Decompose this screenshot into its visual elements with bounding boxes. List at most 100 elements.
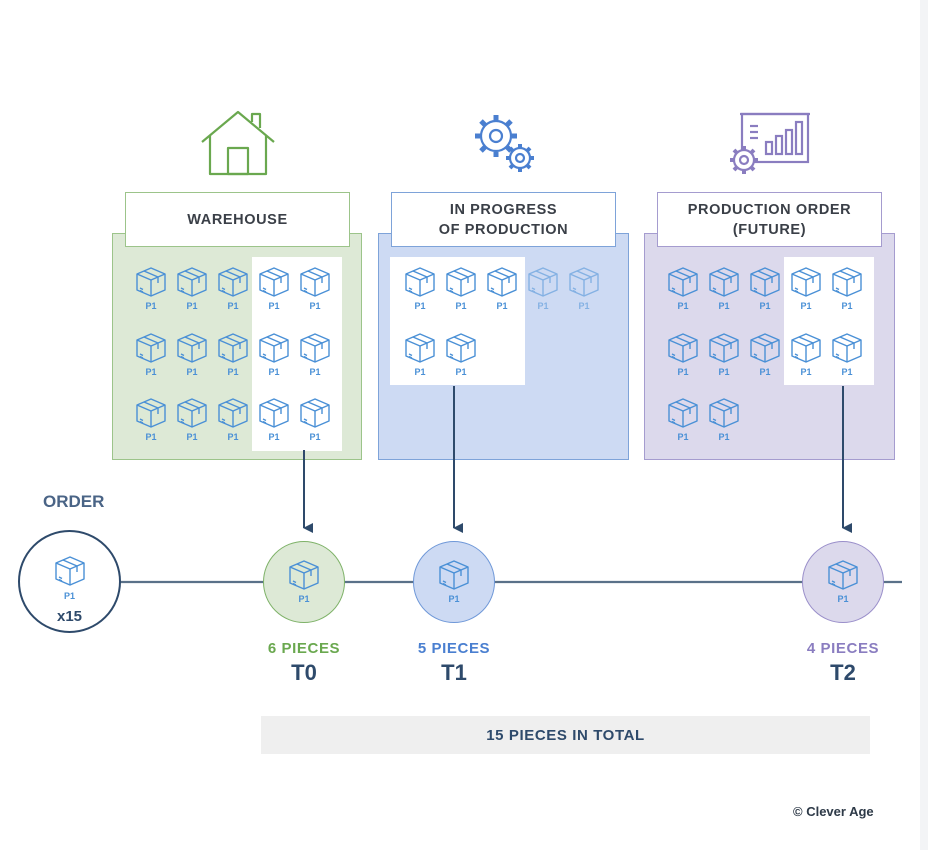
order-piece: P1 (53, 554, 87, 604)
in-progress-title-line2: OF PRODUCTION (438, 221, 569, 238)
package-box-icon (709, 333, 739, 363)
piece-label: P1 (186, 367, 198, 377)
package-box-icon (828, 560, 858, 590)
piece-box: P1 (707, 331, 741, 381)
piece-box: P1 (257, 331, 291, 381)
warehouse-allocated-area (252, 257, 342, 451)
piece-box: P1 (298, 396, 332, 446)
package-box-icon (300, 267, 330, 297)
package-box-icon (832, 267, 862, 297)
piece-label: P1 (227, 367, 239, 377)
piece-box: P1 (216, 396, 250, 446)
package-box-icon (405, 333, 435, 363)
order-piece-label: P1 (63, 591, 75, 601)
piece-label: P1 (268, 432, 280, 442)
package-box-icon (300, 333, 330, 363)
piece-box: P1 (175, 396, 209, 446)
right-edge-strip (920, 0, 928, 850)
t0-time: T0 (291, 660, 317, 685)
piece-label: P1 (309, 301, 321, 311)
piece-label: P1 (268, 367, 280, 377)
production-order-title-box: PRODUCTION ORDER (FUTURE) (657, 192, 882, 247)
t2-pieces: 4 PIECES (806, 640, 880, 657)
package-box-icon (136, 398, 166, 428)
piece-box: P1 (526, 265, 560, 315)
piece-label: P1 (537, 301, 549, 311)
t1-piece: P1 (437, 558, 471, 608)
piece-box: P1 (666, 331, 700, 381)
t2-time: T2 (830, 660, 856, 685)
house-icon (201, 110, 275, 176)
piece-label: P1 (227, 301, 239, 311)
piece-label: P1 (227, 432, 239, 442)
piece-label: P1 (145, 367, 157, 377)
package-box-icon (54, 556, 85, 586)
piece-label: P1 (145, 301, 157, 311)
piece-box: P1 (444, 331, 478, 381)
piece-box: P1 (403, 331, 437, 381)
t1-pieces: 5 PIECES (417, 640, 491, 657)
piece-label: P1 (186, 301, 198, 311)
package-box-icon (709, 398, 739, 428)
piece-box: P1 (789, 265, 823, 315)
package-box-icon (791, 333, 821, 363)
package-box-icon (177, 398, 207, 428)
piece-box: P1 (216, 331, 250, 381)
piece-box: P1 (748, 265, 782, 315)
package-box-icon (259, 398, 289, 428)
piece-label: P1 (841, 301, 853, 311)
piece-label: P1 (309, 432, 321, 442)
package-box-icon (668, 267, 698, 297)
package-box-icon (439, 560, 469, 590)
production-order-title-line2: (FUTURE) (732, 221, 807, 238)
piece-box: P1 (789, 331, 823, 381)
package-box-icon (405, 267, 435, 297)
package-box-icon (218, 398, 248, 428)
piece-label: P1 (578, 301, 590, 311)
package-box-icon (791, 267, 821, 297)
piece-box: P1 (216, 265, 250, 315)
production-order-title-line1: PRODUCTION ORDER (687, 201, 852, 218)
total-label: 15 PIECES IN TOTAL (486, 726, 645, 744)
piece-label: P1 (841, 367, 853, 377)
package-box-icon (289, 560, 319, 590)
credit-text: © Clever Age (793, 804, 874, 819)
production-order-allocated-area (784, 257, 874, 385)
piece-label: P1 (677, 367, 689, 377)
piece-label: P1 (759, 301, 771, 311)
piece-box: P1 (444, 265, 478, 315)
package-box-icon (218, 333, 248, 363)
piece-box: P1 (830, 265, 864, 315)
piece-box: P1 (134, 396, 168, 446)
piece-label: P1 (718, 432, 730, 442)
piece-label: P1 (759, 367, 771, 377)
package-box-icon (487, 267, 517, 297)
package-box-icon (832, 333, 862, 363)
package-box-icon (177, 333, 207, 363)
warehouse-title-box: WAREHOUSE (125, 192, 350, 247)
package-box-icon (528, 267, 558, 297)
piece-box: P1 (175, 331, 209, 381)
piece-label: P1 (718, 301, 730, 311)
piece-label: P1 (414, 301, 426, 311)
t2-circle: P1 (802, 541, 884, 623)
t1-time: T1 (441, 660, 467, 685)
piece-box: P1 (830, 331, 864, 381)
total-bar: 15 PIECES IN TOTAL (261, 716, 870, 754)
piece-box: P1 (257, 265, 291, 315)
warehouse-title: WAREHOUSE (187, 211, 288, 228)
piece-label: P1 (455, 301, 467, 311)
t0-circle: P1 (263, 541, 345, 623)
piece-box: P1 (485, 265, 519, 315)
piece-label: P1 (496, 301, 508, 311)
piece-box: P1 (403, 265, 437, 315)
presentation-chart-gear-icon (730, 112, 810, 174)
piece-label: P1 (455, 367, 467, 377)
package-box-icon (218, 267, 248, 297)
package-box-icon (446, 333, 476, 363)
t2-piece: P1 (826, 558, 860, 608)
package-box-icon (750, 267, 780, 297)
piece-label: P1 (414, 367, 426, 377)
package-box-icon (668, 333, 698, 363)
